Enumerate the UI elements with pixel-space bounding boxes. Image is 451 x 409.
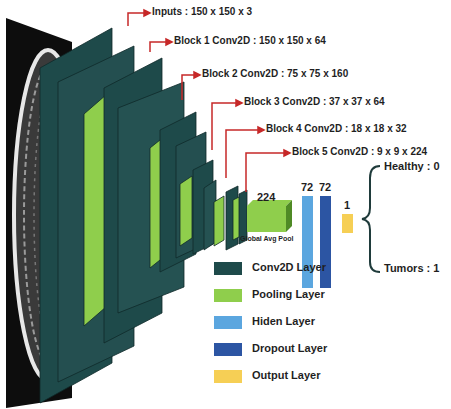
size-label: 72 (319, 181, 331, 193)
size-label: 224 (257, 191, 275, 203)
callout-label: Inputs : 150 x 150 x 3 (152, 6, 252, 17)
legend-swatch (214, 343, 242, 356)
layer-caption: Global Avg Pool (240, 235, 294, 242)
gap-box (247, 200, 292, 232)
legend-text: Conv2D Layer (252, 261, 326, 273)
legend-text: Output Layer (252, 369, 320, 381)
size-label: 1 (344, 199, 350, 211)
layer-slab (214, 196, 224, 246)
callout-label: Block 3 Conv2D : 37 x 37 x 64 (244, 96, 385, 107)
layer-stack (40, 28, 247, 403)
legend-swatch (214, 370, 242, 383)
size-label: 72 (301, 181, 313, 193)
legend-swatch (214, 262, 242, 275)
class-label: Healthy : 0 (384, 160, 440, 172)
callout-label: Block 1 Conv2D : 150 x 150 x 64 (174, 35, 326, 46)
callout-label: Block 5 Conv2D : 9 x 9 x 224 (292, 146, 427, 157)
legend-text: Hiden Layer (252, 315, 315, 327)
class-label: Tumors : 1 (384, 262, 439, 274)
legend-swatch (214, 316, 242, 329)
callout-label: Block 4 Conv2D : 18 x 18 x 32 (266, 123, 407, 134)
output-layer: 1 (342, 214, 353, 233)
callout-label: Block 2 Conv2D : 75 x 75 x 160 (202, 68, 348, 79)
hidden-layer: 72 (302, 196, 313, 288)
legend-text: Dropout Layer (252, 342, 327, 354)
gap-box: 224Global Avg Pool (247, 206, 286, 232)
legend-text: Pooling Layer (252, 288, 325, 300)
legend-swatch (214, 289, 242, 302)
dropout-layer: 72 (320, 196, 331, 288)
layer-slab (180, 176, 192, 246)
output-bracket (362, 166, 380, 272)
